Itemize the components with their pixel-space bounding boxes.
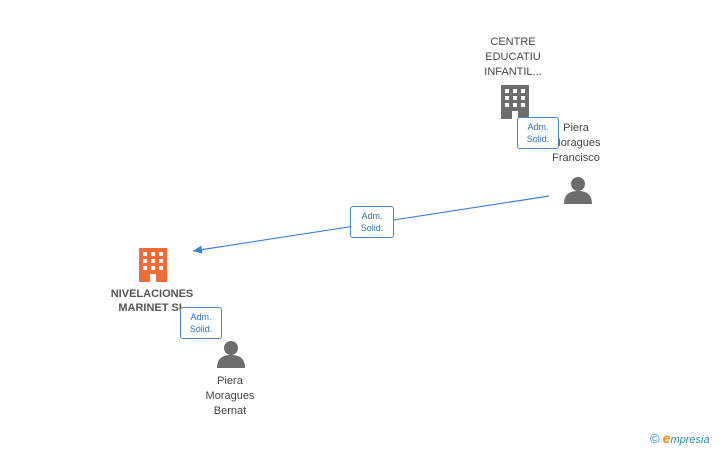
badge-line: Adm.	[190, 312, 212, 322]
building-icon[interactable]	[501, 85, 529, 119]
label-line: NIVELACIONES	[110, 288, 194, 300]
label-line: INFANTIL...	[484, 66, 542, 78]
label-line: Moragues	[551, 137, 601, 149]
label-line: CENTRE	[490, 36, 536, 48]
brand-logo-text: mpresia	[670, 434, 710, 446]
company-label-nivelaciones[interactable]: NIVELACIONES MARINET SL	[96, 287, 208, 315]
building-icon-highlighted[interactable]	[139, 248, 167, 282]
label-line: EDUCATIU	[485, 51, 541, 63]
label-line: Piera	[217, 375, 243, 387]
label-line: MARINET SL	[118, 302, 186, 314]
badge-line: Adm.	[527, 122, 549, 132]
person-label-bernat[interactable]: Piera Moragues Bernat	[190, 374, 270, 419]
person-label-francisco[interactable]: Piera Moragues Francisco	[536, 121, 616, 166]
brand-logo-initial: e	[662, 430, 671, 446]
person-icon[interactable]	[564, 176, 592, 204]
badge-line: Solid.	[526, 134, 550, 144]
badge-line: Solid.	[189, 324, 213, 334]
copyright-icon: ©	[650, 431, 660, 446]
badge-line: Solid.	[360, 223, 384, 233]
badge-line: Adm.	[361, 211, 383, 221]
label-line: Moragues	[205, 390, 255, 402]
person-icon[interactable]	[217, 340, 245, 368]
footer-brand[interactable]: © empresia	[650, 430, 710, 446]
label-line: Bernat	[213, 405, 247, 417]
relation-badge-francisco-nivelaciones[interactable]: Adm. Solid.	[350, 206, 394, 238]
label-line: Piera	[563, 122, 589, 134]
label-line: Francisco	[552, 152, 600, 164]
relation-badge-centre-francisco[interactable]: Adm. Solid.	[517, 117, 559, 149]
company-label-centre[interactable]: CENTRE EDUCATIU INFANTIL...	[466, 35, 560, 80]
relation-badge-nivelaciones-bernat[interactable]: Adm. Solid.	[180, 307, 222, 339]
